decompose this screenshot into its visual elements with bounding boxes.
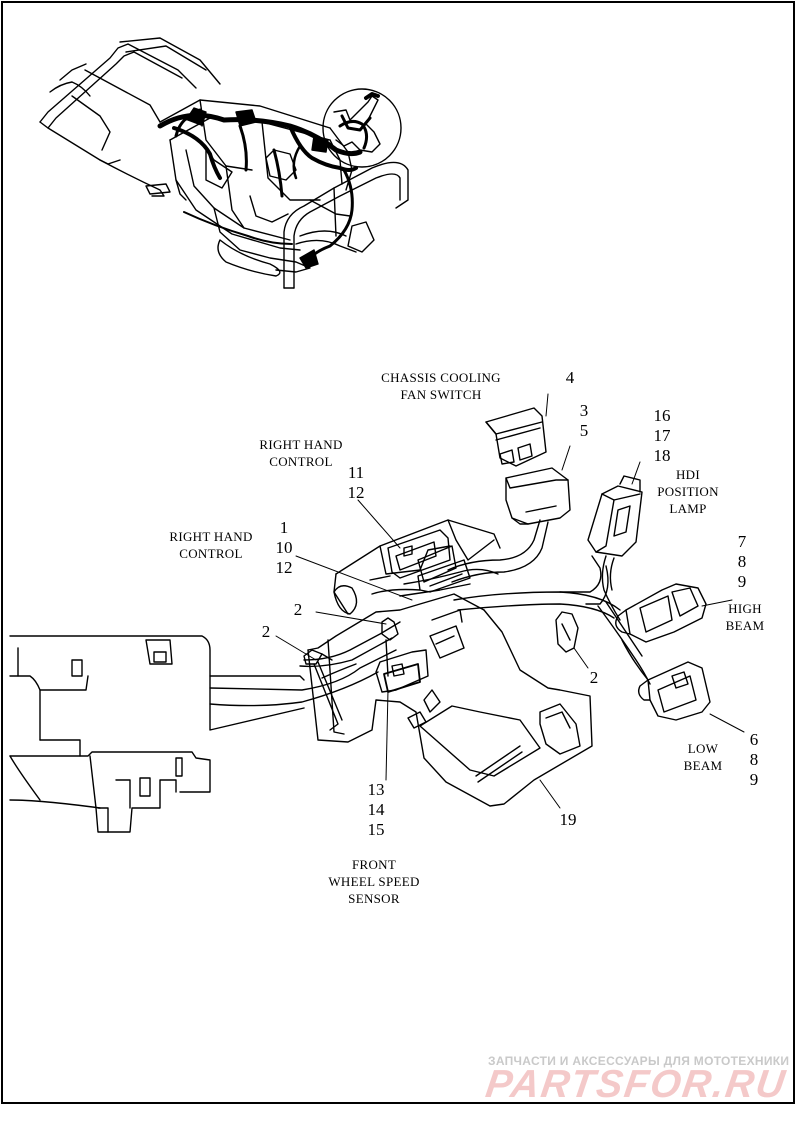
label-line: FRONT bbox=[351, 857, 397, 872]
watermark-tagline: ЗАПЧАСТИ И АКСЕССУАРЫ ДЛЯ МОТОТЕХНИКИ bbox=[488, 1054, 790, 1068]
callout-7-9: 7 8 9 bbox=[730, 532, 754, 592]
motorcycle-frame-overview bbox=[39, 37, 409, 289]
label-line: LOW bbox=[687, 741, 719, 756]
label-high-beam: HIGH BEAM bbox=[712, 600, 778, 634]
label-line: BEAM bbox=[725, 618, 765, 633]
label-line: HIGH bbox=[728, 601, 762, 616]
label-low-beam: LOW BEAM bbox=[670, 740, 736, 774]
callout-16-18: 16 17 18 bbox=[646, 406, 678, 466]
callout-line: 10 bbox=[275, 538, 293, 557]
callout-line: 9 bbox=[737, 572, 747, 591]
label-front-wheel-speed-sensor: FRONT WHEEL SPEED SENSOR bbox=[314, 856, 434, 907]
callout-2-clip-center: 2 bbox=[293, 600, 303, 619]
label-line: WHEEL SPEED bbox=[328, 874, 420, 889]
callout-line: 8 bbox=[749, 750, 759, 769]
callout-2-clip-right: 2 bbox=[589, 668, 599, 687]
callout-line: 12 bbox=[275, 558, 293, 577]
callout-line: 14 bbox=[367, 800, 385, 819]
label-line: POSITION bbox=[657, 484, 719, 499]
label-line: CHASSIS COOLING bbox=[381, 370, 501, 385]
callout-19: 19 bbox=[559, 810, 577, 829]
label-line: CONTROL bbox=[269, 454, 333, 469]
callout-6-9: 6 8 9 bbox=[742, 730, 766, 790]
label-line: LAMP bbox=[669, 501, 707, 516]
callout-2-clamp-left: 2 bbox=[261, 622, 271, 641]
callout-line: 12 bbox=[347, 483, 365, 502]
label-chassis-cooling-fan-switch: CHASSIS COOLING FAN SWITCH bbox=[366, 369, 516, 403]
callout-line: 5 bbox=[579, 421, 589, 440]
callout-line: 11 bbox=[347, 463, 365, 482]
diagram-frame bbox=[1, 1, 795, 1104]
callout-13-15: 13 14 15 bbox=[360, 780, 392, 840]
callout-line: 1 bbox=[279, 518, 289, 537]
callout-line: 7 bbox=[737, 532, 747, 551]
callout-3-5: 3 5 bbox=[572, 401, 596, 441]
label-line: RIGHT HAND bbox=[259, 437, 343, 452]
label-line: BEAM bbox=[683, 758, 723, 773]
label-line: CONTROL bbox=[179, 546, 243, 561]
callout-4: 4 bbox=[565, 368, 575, 387]
wiring-harness-detail bbox=[9, 393, 745, 833]
callout-line: 9 bbox=[749, 770, 759, 789]
label-line: SENSOR bbox=[348, 891, 400, 906]
callout-1-10-12: 1 10 12 bbox=[268, 518, 300, 578]
callout-line: 3 bbox=[579, 401, 589, 420]
label-right-hand-control-lower: RIGHT HAND CONTROL bbox=[156, 528, 266, 562]
callout-line: 6 bbox=[749, 730, 759, 749]
callout-line: 17 bbox=[653, 426, 671, 445]
label-line: RIGHT HAND bbox=[169, 529, 253, 544]
callout-11-12: 11 12 bbox=[340, 463, 372, 503]
label-line: FAN SWITCH bbox=[400, 387, 482, 402]
callout-line: 8 bbox=[737, 552, 747, 571]
label-right-hand-control-upper: RIGHT HAND CONTROL bbox=[246, 436, 356, 470]
callout-line: 18 bbox=[653, 446, 671, 465]
callout-line: 13 bbox=[367, 780, 385, 799]
label-hdi-position-lamp: HDI POSITION LAMP bbox=[646, 466, 730, 517]
watermark-logo: PARTSFOR.RU bbox=[483, 1063, 790, 1106]
callout-line: 15 bbox=[367, 820, 385, 839]
callout-line: 16 bbox=[653, 406, 671, 425]
label-line: HDI bbox=[675, 467, 700, 482]
